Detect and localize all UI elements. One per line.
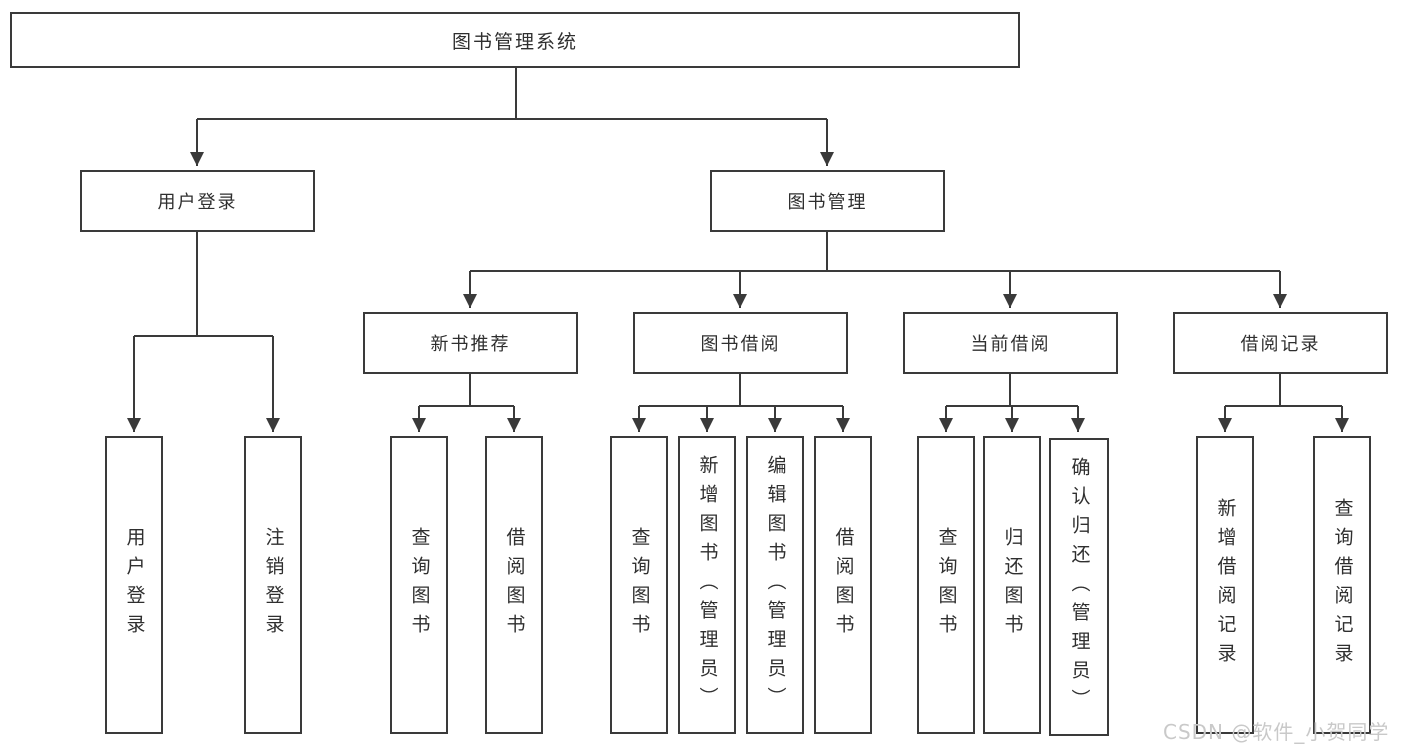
leaf-label: 注销登录: [262, 527, 285, 643]
leaf-query-books-recommend: 查询图书: [390, 436, 448, 734]
leaf-edit-books-admin: 编辑图书（管理员）: [746, 436, 804, 734]
leaf-confirm-return-admin: 确认归还（管理员）: [1049, 438, 1109, 736]
leaf-borrow-books: 借阅图书: [814, 436, 872, 734]
node-label: 借阅记录: [1240, 334, 1321, 355]
leaf-label: 借阅图书: [832, 527, 855, 643]
leaf-user-login: 用户登录: [105, 436, 163, 734]
leaf-query-books-borrow: 查询图书: [610, 436, 668, 734]
node-label: 当前借阅: [970, 334, 1051, 355]
node-root-label: 图书管理系统: [451, 30, 578, 53]
node-book-borrowing: 图书借阅: [633, 312, 848, 374]
leaf-label: 归还图书: [1001, 527, 1024, 643]
leaf-label: 编辑图书（管理员）: [764, 454, 787, 716]
leaf-return-books: 归还图书: [983, 436, 1041, 734]
leaf-label: 确认归还（管理员）: [1068, 456, 1091, 718]
node-current-borrowing: 当前借阅: [903, 312, 1118, 374]
leaf-label: 用户登录: [123, 527, 146, 643]
node-user-login-branch: 用户登录: [80, 170, 315, 232]
node-new-book-recommendation: 新书推荐: [363, 312, 578, 374]
node-root: 图书管理系统: [10, 12, 1020, 68]
watermark: CSDN @软件_小贺同学: [1163, 720, 1390, 744]
node-label: 图书借阅: [700, 334, 781, 355]
node-book-management-branch: 图书管理: [710, 170, 945, 232]
leaf-query-books-current: 查询图书: [917, 436, 975, 734]
leaf-add-books-admin: 新增图书（管理员）: [678, 436, 736, 734]
leaf-query-borrow-record: 查询借阅记录: [1313, 436, 1371, 734]
leaf-borrow-books-recommend: 借阅图书: [485, 436, 543, 734]
leaf-add-borrow-record: 新增借阅记录: [1196, 436, 1254, 734]
leaf-logout: 注销登录: [244, 436, 302, 734]
leaf-label: 查询图书: [935, 527, 958, 643]
node-label: 图书管理: [787, 192, 868, 213]
node-label: 新书推荐: [430, 334, 511, 355]
leaf-label: 新增借阅记录: [1214, 498, 1237, 672]
leaf-label: 查询图书: [408, 527, 431, 643]
leaf-label: 查询借阅记录: [1331, 498, 1354, 672]
leaf-label: 查询图书: [628, 527, 651, 643]
node-borrowing-records: 借阅记录: [1173, 312, 1388, 374]
leaf-label: 新增图书（管理员）: [696, 454, 719, 716]
leaf-label: 借阅图书: [503, 527, 526, 643]
node-label: 用户登录: [157, 192, 238, 213]
